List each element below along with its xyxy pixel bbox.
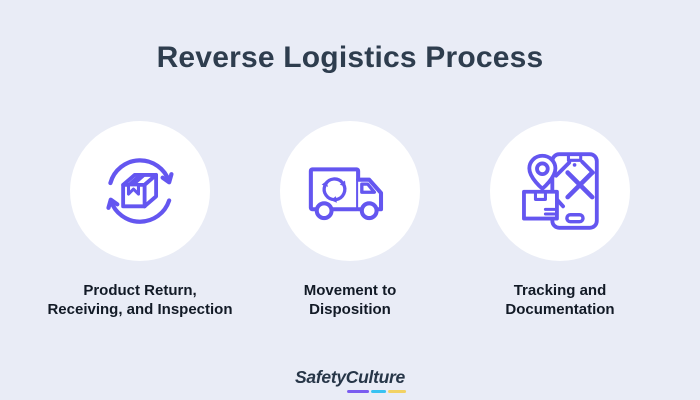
step-circle (280, 121, 420, 261)
step-label: Tracking and Documentation (505, 282, 615, 318)
logo-text-culture: Culture (345, 367, 406, 393)
step-movement-to-disposition: Movement to Disposition (247, 121, 453, 319)
step-label: Product Return, Receiving, and Inspectio… (47, 282, 233, 318)
underline-yellow-segment (387, 390, 406, 393)
step-circle (70, 121, 210, 261)
step-circle (490, 121, 630, 261)
phone-map-tracking-icon (522, 152, 599, 230)
logo-text-safety: Safety (295, 367, 346, 387)
box-circular-arrows-icon (106, 158, 174, 224)
logo-text-culture-word: Culture (345, 367, 405, 387)
step-tracking-documentation: Tracking and Documentation (457, 121, 663, 319)
steps-row: Product Return, Receiving, and Inspectio… (0, 121, 700, 319)
underline-purple-segment (346, 390, 369, 393)
recycle-truck-icon (308, 166, 384, 220)
logo-underline (346, 390, 406, 393)
page-title: Reverse Logistics Process (156, 41, 544, 74)
step-product-return: Product Return, Receiving, and Inspectio… (37, 121, 243, 319)
safetyculture-logo: SafetyCulture (295, 367, 406, 393)
underline-blue-segment (370, 390, 386, 393)
step-label: Movement to Disposition (303, 282, 397, 318)
